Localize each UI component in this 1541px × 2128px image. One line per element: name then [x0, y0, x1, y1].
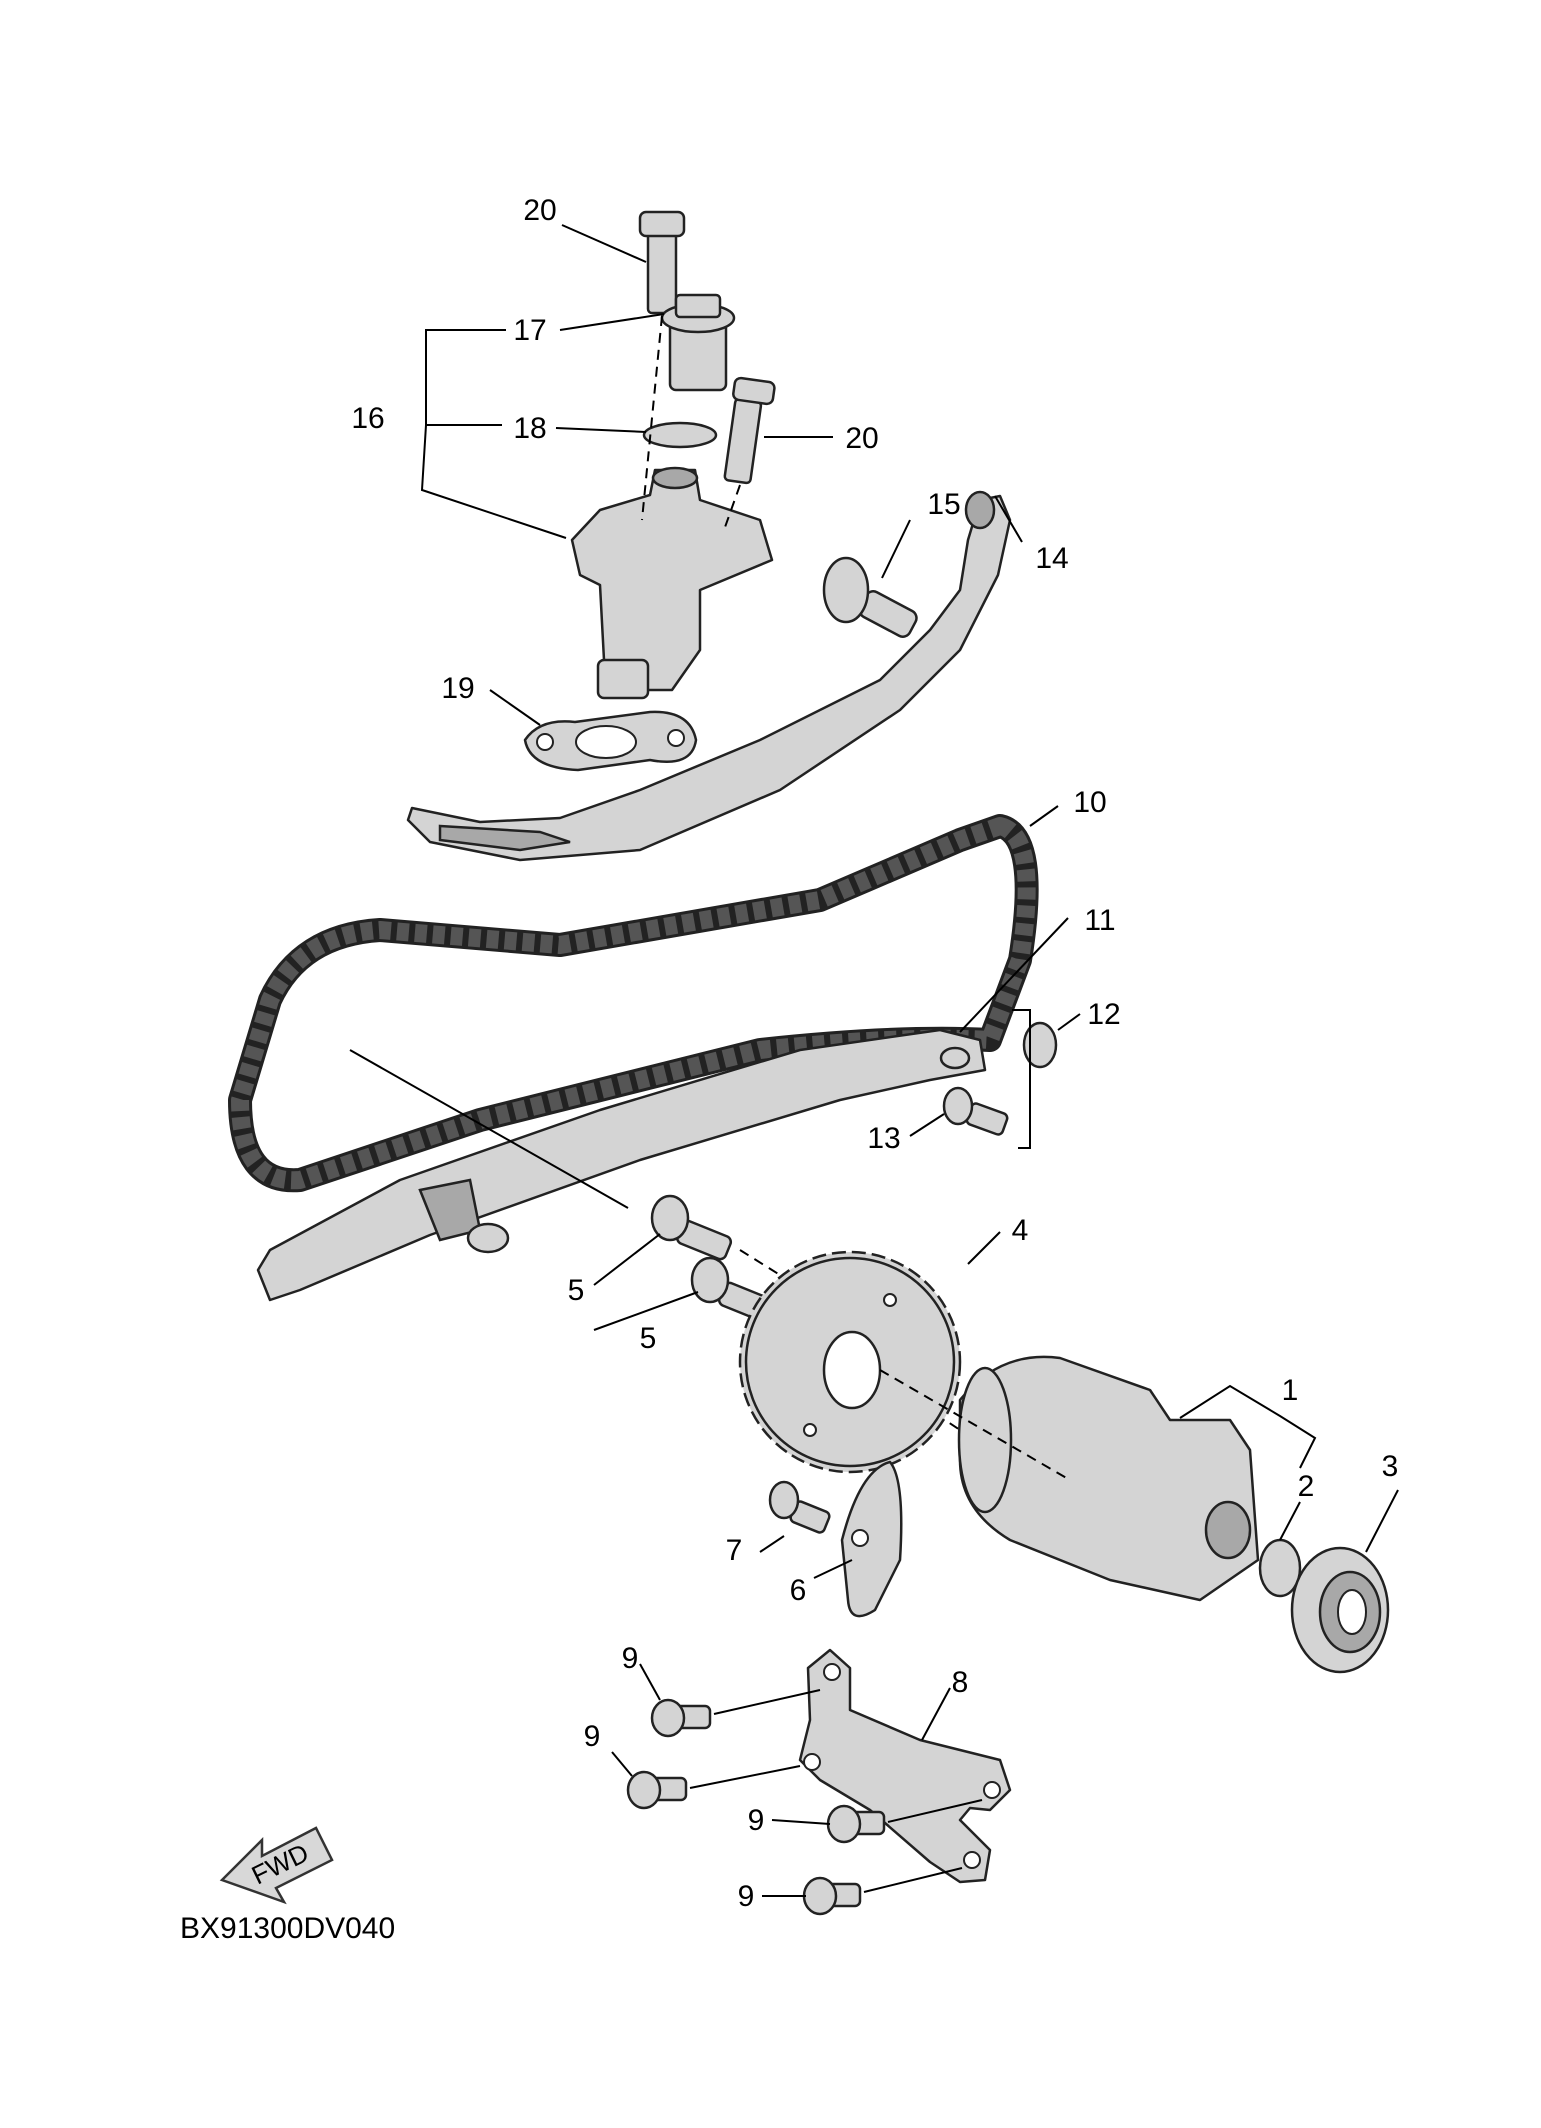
callout-4: 4: [1012, 1214, 1029, 1247]
callout-15: 15: [927, 488, 960, 521]
callout-19: 19: [441, 672, 474, 705]
callout-13: 13: [867, 1122, 900, 1155]
guide-bolt-15: [822, 556, 918, 638]
callout-17: 17: [513, 314, 546, 347]
callout-20-right: 20: [845, 422, 878, 455]
sprocket-bolt-5-upper: [650, 1194, 733, 1261]
guide-collar-12: [1022, 1021, 1058, 1069]
camshaft-holder-bracket-8: [798, 1648, 1012, 1884]
callout-2: 2: [1298, 1470, 1315, 1503]
tensioner-assembly: [523, 210, 776, 772]
tensioner-gasket-washer-18: [642, 421, 718, 449]
callout-6: 6: [790, 1574, 807, 1607]
callout-12: 12: [1087, 998, 1120, 1031]
callout-18: 18: [513, 412, 546, 445]
camshaft-1: [957, 1355, 1260, 1602]
callout-7: 7: [726, 1534, 743, 1567]
bracket-bolt-9-c: [826, 1804, 886, 1844]
chain-guide-14: [406, 490, 1012, 862]
diagram-code: BX91300DV040: [180, 1912, 395, 1945]
callout-10: 10: [1073, 786, 1106, 819]
callout-1: 1: [1282, 1374, 1299, 1407]
cam-chain-10: [228, 814, 1039, 1193]
callout-8: 8: [952, 1666, 969, 1699]
callout-20-top: 20: [523, 194, 556, 227]
callout-3: 3: [1382, 1450, 1399, 1483]
cam-sprocket-4: [738, 1250, 962, 1474]
callout-11: 11: [1084, 904, 1115, 937]
bracket-bolt-9-a: [650, 1698, 712, 1738]
bracket-bolt-9-d: [802, 1876, 862, 1916]
stopper-plate-bolt-7: [768, 1480, 831, 1534]
callout-9-d: 9: [738, 1880, 755, 1913]
tensioner-bolt-20-right: [723, 376, 776, 485]
tensioner-bolt-20-left: [638, 210, 686, 315]
tensioner-gasket-19: [523, 710, 698, 772]
callout-9-a: 9: [622, 1642, 639, 1675]
callout-9-c: 9: [748, 1804, 765, 1837]
callout-5-upper: 5: [568, 1274, 585, 1307]
callout-14: 14: [1035, 542, 1068, 575]
forward-direction-arrow: FWD: [219, 1826, 334, 1905]
camshaft-bearing-3: [1290, 1546, 1390, 1674]
callout-5-lower: 5: [640, 1322, 657, 1355]
callout-9-b: 9: [584, 1720, 601, 1753]
callout-16: 16: [351, 402, 384, 435]
tensioner-body-16: [570, 466, 774, 700]
tensioner-cap-bolt-17: [660, 293, 736, 392]
stopper-plate-6: [840, 1460, 903, 1618]
bracket-bolt-9-b: [626, 1770, 688, 1810]
chain-tensioner-guide-11: [256, 1028, 987, 1302]
guide-bolt-13: [942, 1086, 1009, 1136]
